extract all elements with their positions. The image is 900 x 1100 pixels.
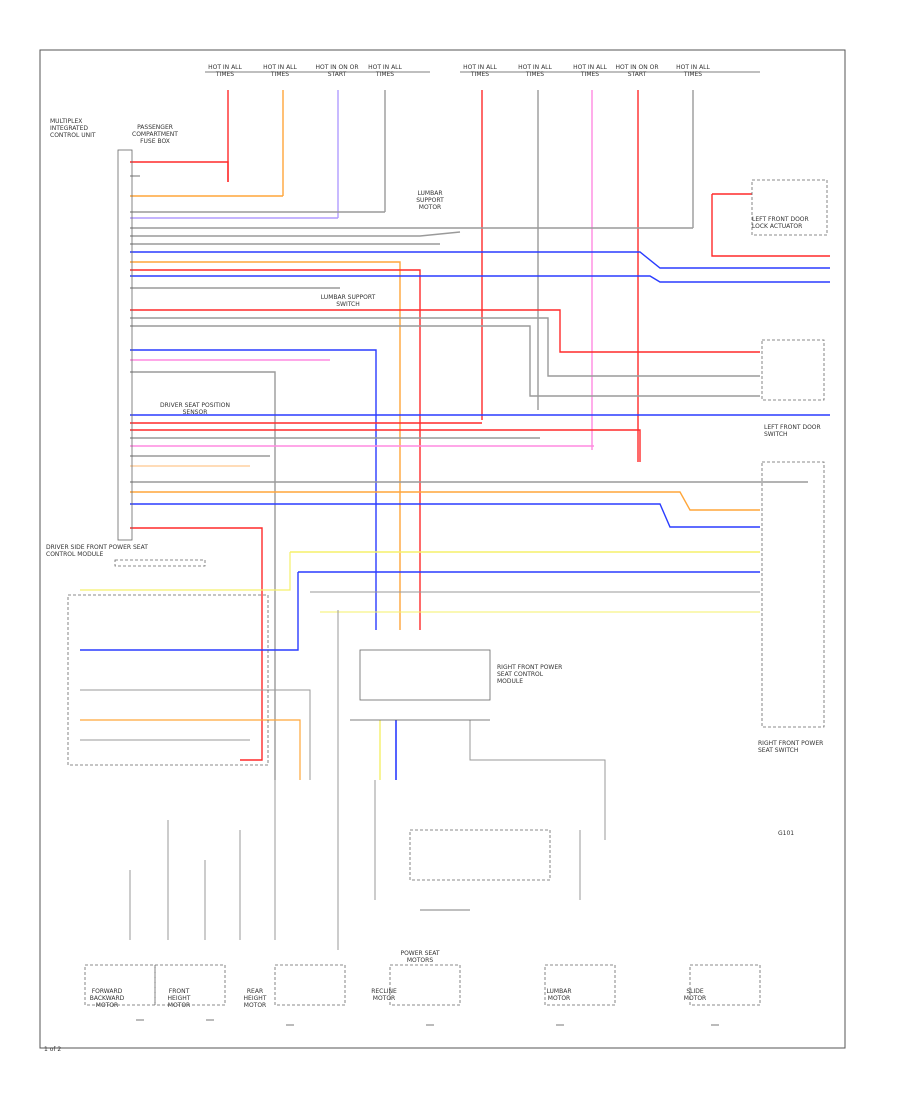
wire-38 [711,194,830,257]
motor-label-2: FRONT HEIGHT MOTOR [167,988,191,1009]
motor-label-6: SLIDE MOTOR [683,988,707,1002]
wire-10 [130,261,401,630]
fuse-label-7: HOT IN ALL TIMES [573,64,607,78]
wire-44 [469,720,606,840]
left-door-lock-label: LEFT FRONT DOOR LOCK ACTUATOR [752,216,809,230]
fuse-label-4: HOT IN ALL TIMES [368,64,402,78]
power-seat-switch-label: RIGHT FRONT POWER SEAT SWITCH [758,740,824,754]
wire-7 [130,231,461,237]
lumbar-switch-label: LUMBAR SUPPORT SWITCH [320,294,376,308]
seat-motor-2 [154,964,226,1006]
wire-14 [130,309,760,353]
wire-40 [80,689,311,780]
power-seat-switch-box [761,461,825,728]
relay-block [409,829,551,881]
g101-label: G101 [778,830,795,837]
seat-position-sensor-label: DRIVER SEAT POSITION SENSOR [160,402,230,416]
fuse-box-label: PASSENGER COMPARTMENT FUSE BOX [132,124,178,145]
wire-36 [80,552,291,591]
wire-30 [130,527,263,761]
driver-side-module-label: DRIVER SIDE FRONT POWER SEAT CONTROL MOD… [46,544,148,558]
wire-19 [130,371,276,780]
wire-9 [130,251,830,269]
fuse-label-5: HOT IN ALL TIMES [463,64,497,78]
page-number: 1 of 2 [44,1046,62,1053]
front-seat-module-label: RIGHT FRONT POWER SEAT CONTROL MODULE [497,664,563,685]
fuse-label-3: HOT IN ON OR START [315,64,359,78]
wire-11 [130,269,421,630]
wire-28 [130,491,760,511]
wire-15 [130,317,760,377]
wire-39 [80,719,301,780]
diagram-frame [39,49,846,1049]
wire-22 [130,429,641,462]
fuse-label-9: HOT IN ALL TIMES [676,64,710,78]
wire-29 [130,503,760,528]
connector-block-left [117,149,133,541]
seat-motor-3 [274,964,346,1006]
left-door-switch-box [761,339,825,401]
wire-17 [130,349,377,630]
wire-12 [130,275,830,283]
seat-motor-4 [389,964,461,1006]
seat-motor-6 [689,964,761,1006]
wire-1 [130,161,229,182]
module-divider [114,559,206,567]
left-door-lock-box [751,179,828,236]
motor-label-1: FORWARD BACKWARD MOTOR [89,988,125,1009]
wire-33 [80,572,299,651]
lumbar-motor-label: LUMBAR SUPPORT MOTOR [416,190,444,211]
wire-layer [80,90,830,950]
wire-16 [130,325,760,397]
left-door-switch-label: LEFT FRONT DOOR SWITCH [764,424,821,438]
seat-motors-title: POWER SEAT MOTORS [400,950,440,964]
fuse-label-1: HOT IN ALL TIMES [208,64,242,78]
fuse-label-6: HOT IN ALL TIMES [518,64,552,78]
motor-label-5: LUMBAR MOTOR [546,988,572,1002]
driver-seat-switch-box [67,594,269,766]
motor-label-3: REAR HEIGHT MOTOR [243,988,267,1009]
fuse-label-8: HOT IN ON OR START [615,64,659,78]
fuse-label-2: HOT IN ALL TIMES [263,64,297,78]
front-seat-module-box [359,649,491,701]
motor-label-4: RECLINE MOTOR [371,988,397,1002]
seat-motor-5 [544,964,616,1006]
component-layer [67,71,828,1026]
multiplex-unit-label: MULTIPLEX INTEGRATED CONTROL UNIT [50,118,96,139]
